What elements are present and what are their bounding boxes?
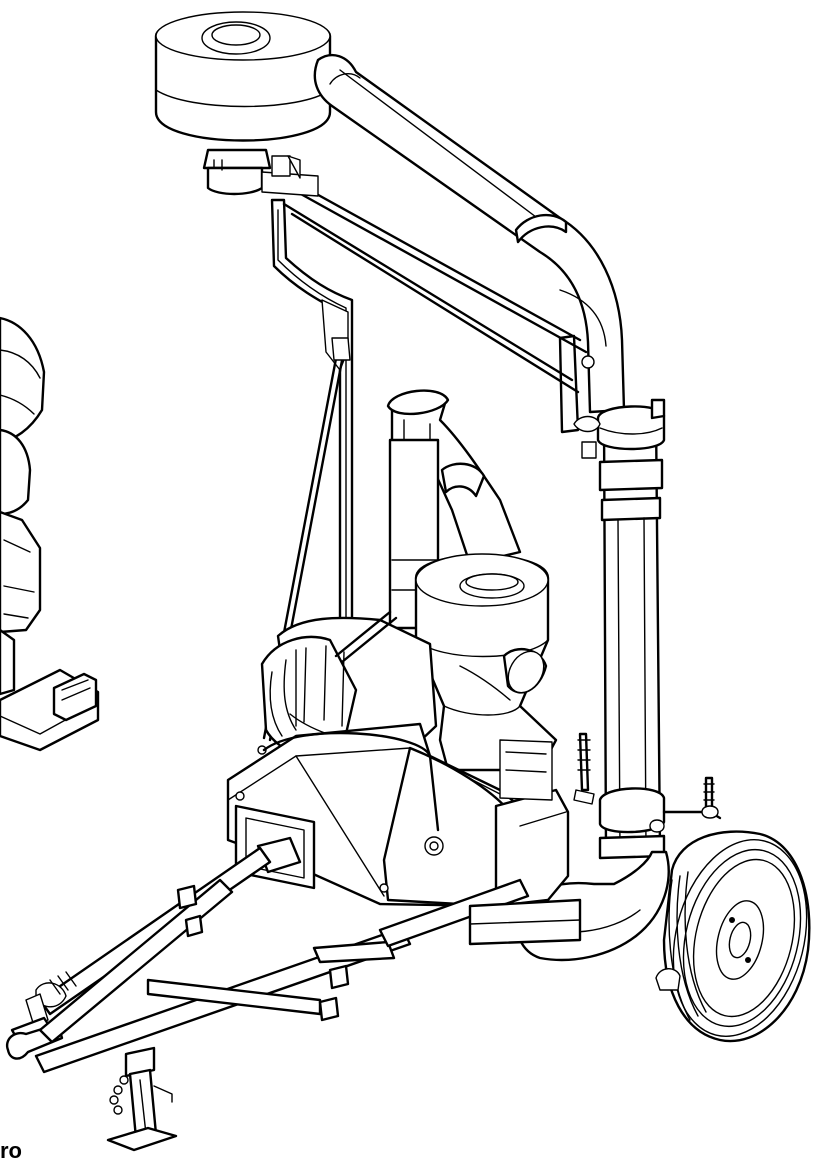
- partial-machine-left: [0, 316, 100, 752]
- jack-stand: [106, 1046, 178, 1152]
- transport-wheel: [662, 830, 811, 1043]
- discharge-boom-pipe: [313, 53, 626, 414]
- trailer-tongue-frame: [34, 878, 582, 1074]
- cyclone-separator: [414, 553, 558, 772]
- cropped-label-fragment: ro: [0, 1138, 22, 1163]
- blower-housing: [260, 610, 438, 763]
- vertical-return-pipe: [596, 398, 666, 860]
- brace-rods: [261, 155, 601, 459]
- upper-cyclone-filter: [154, 11, 332, 196]
- pin-hardware: [573, 732, 722, 991]
- cyclone-inlet-elbow: [386, 389, 522, 630]
